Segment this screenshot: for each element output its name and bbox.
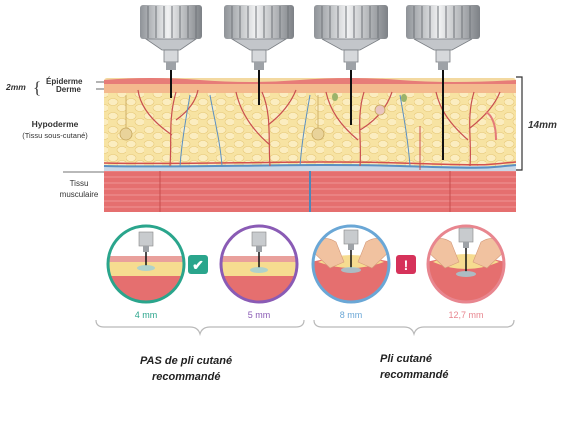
musculaire-label: musculaire <box>60 190 99 199</box>
epiderme-label: Épiderme <box>46 77 83 86</box>
tissu-sous-cutane-label: (Tissu sous-cutané) <box>22 131 88 140</box>
circle-4mm <box>106 224 186 304</box>
vein <box>103 164 517 169</box>
length-label-5mm: 5 mm <box>248 310 271 320</box>
needle-icon <box>224 5 294 105</box>
length-label-8mm: 8 mm <box>340 310 363 320</box>
caption-no-pinch-line1: PAS de pli cutané <box>140 355 232 367</box>
checkmark-icon: ✔ <box>188 255 208 274</box>
circle-8mm <box>311 224 391 304</box>
brace-icon: { <box>33 78 41 97</box>
needle-icon <box>406 5 480 160</box>
length-label-12-7mm: 12,7 mm <box>448 310 483 320</box>
length-label-4mm: 4 mm <box>135 310 158 320</box>
group-brace-no-pinch <box>95 319 305 337</box>
needle-icon <box>314 5 388 125</box>
epidermis-layer <box>104 78 516 84</box>
tissu-label: Tissu <box>70 179 89 188</box>
dermis-layer <box>104 82 516 93</box>
derme-label: Derme <box>56 85 81 94</box>
fascia-line <box>104 166 516 171</box>
fourteen-mm-label: 14mm <box>528 120 557 131</box>
two-mm-label: 2mm <box>5 82 26 92</box>
svg-text:!: ! <box>404 257 409 273</box>
hypoderme-label: Hypoderme <box>32 119 79 129</box>
group-brace-pinch <box>313 319 515 337</box>
artery <box>103 161 517 166</box>
follicles <box>332 93 407 102</box>
caption-pinch-line1: Pli cutané <box>380 353 432 365</box>
caption-no-pinch-line2: recommandé <box>152 371 220 383</box>
caption-pinch-line2: recommandé <box>380 369 448 381</box>
skin-cross-section <box>103 78 517 212</box>
glands <box>119 95 386 141</box>
circle-12-7mm <box>426 224 506 304</box>
svg-text:✔: ✔ <box>192 257 204 273</box>
depth-bracket: 14mm <box>516 76 557 171</box>
layer-labels: 2mm { Épiderme Derme Hypoderme (Tissu so… <box>5 77 104 199</box>
circle-5mm <box>219 224 299 304</box>
warning-icon: ! <box>396 255 416 274</box>
veins-tree <box>179 94 411 167</box>
needle-icon <box>140 5 202 98</box>
